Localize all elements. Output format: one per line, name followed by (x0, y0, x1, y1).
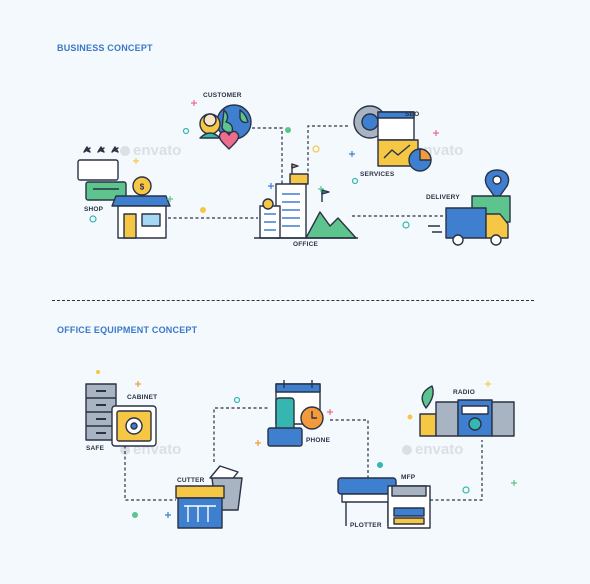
business-concept-title: BUSINESS CONCEPT (57, 43, 153, 53)
office-equipment-title: OFFICE EQUIPMENT CONCEPT (57, 325, 198, 335)
label-phone: PHONE (306, 437, 331, 444)
customer-icon (199, 104, 252, 150)
label-plotter: PLOTTER (350, 522, 382, 529)
safe-cabinet-icon (85, 383, 157, 447)
watermark-text: envato (133, 142, 182, 159)
delivery-truck-icon (428, 169, 511, 246)
section-divider (52, 300, 534, 301)
label-seo: SEO (405, 111, 420, 118)
shop-icon (77, 146, 171, 239)
phone-icon (267, 380, 324, 447)
coin-dollar-icon: $ (140, 183, 145, 192)
radio-icon (419, 385, 515, 437)
star-icon (83, 146, 91, 153)
office-building-icon (254, 163, 358, 239)
connector-cutter-phone (213, 407, 268, 462)
seo-services-icon (353, 105, 432, 172)
label-customer: CUSTOMER (203, 92, 242, 99)
decorations (89, 100, 517, 518)
envato-logo-icon (120, 146, 130, 156)
star-icon (97, 146, 105, 153)
label-mfp: MFP (401, 474, 416, 481)
label-cabinet: CABINET (127, 394, 158, 401)
office-connectors (124, 407, 483, 501)
connector-customer-office (252, 127, 283, 185)
connector-mfp-radio (430, 440, 483, 501)
watermark-1: envato (120, 142, 181, 159)
label-cutter: CUTTER (177, 477, 205, 484)
label-delivery: DELIVERY (426, 194, 460, 201)
watermark-text: envato (415, 441, 464, 458)
watermark-4: envato (402, 441, 463, 458)
envato-logo-icon (120, 445, 130, 455)
label-office: OFFICE (293, 241, 319, 248)
connector-safe-cutter (124, 440, 176, 501)
label-services: SERVICES (360, 171, 395, 178)
connector-seo-office (307, 125, 348, 178)
cutter-icon (175, 465, 243, 529)
envato-logo-icon (402, 445, 412, 455)
label-radio: RADIO (453, 389, 475, 396)
connector-phone-mfp (330, 419, 369, 490)
business-connectors (168, 125, 448, 219)
label-safe: SAFE (86, 445, 105, 452)
mfp-plotter-icon (337, 477, 431, 529)
star-icon (111, 146, 119, 153)
label-shop: SHOP (84, 206, 104, 213)
